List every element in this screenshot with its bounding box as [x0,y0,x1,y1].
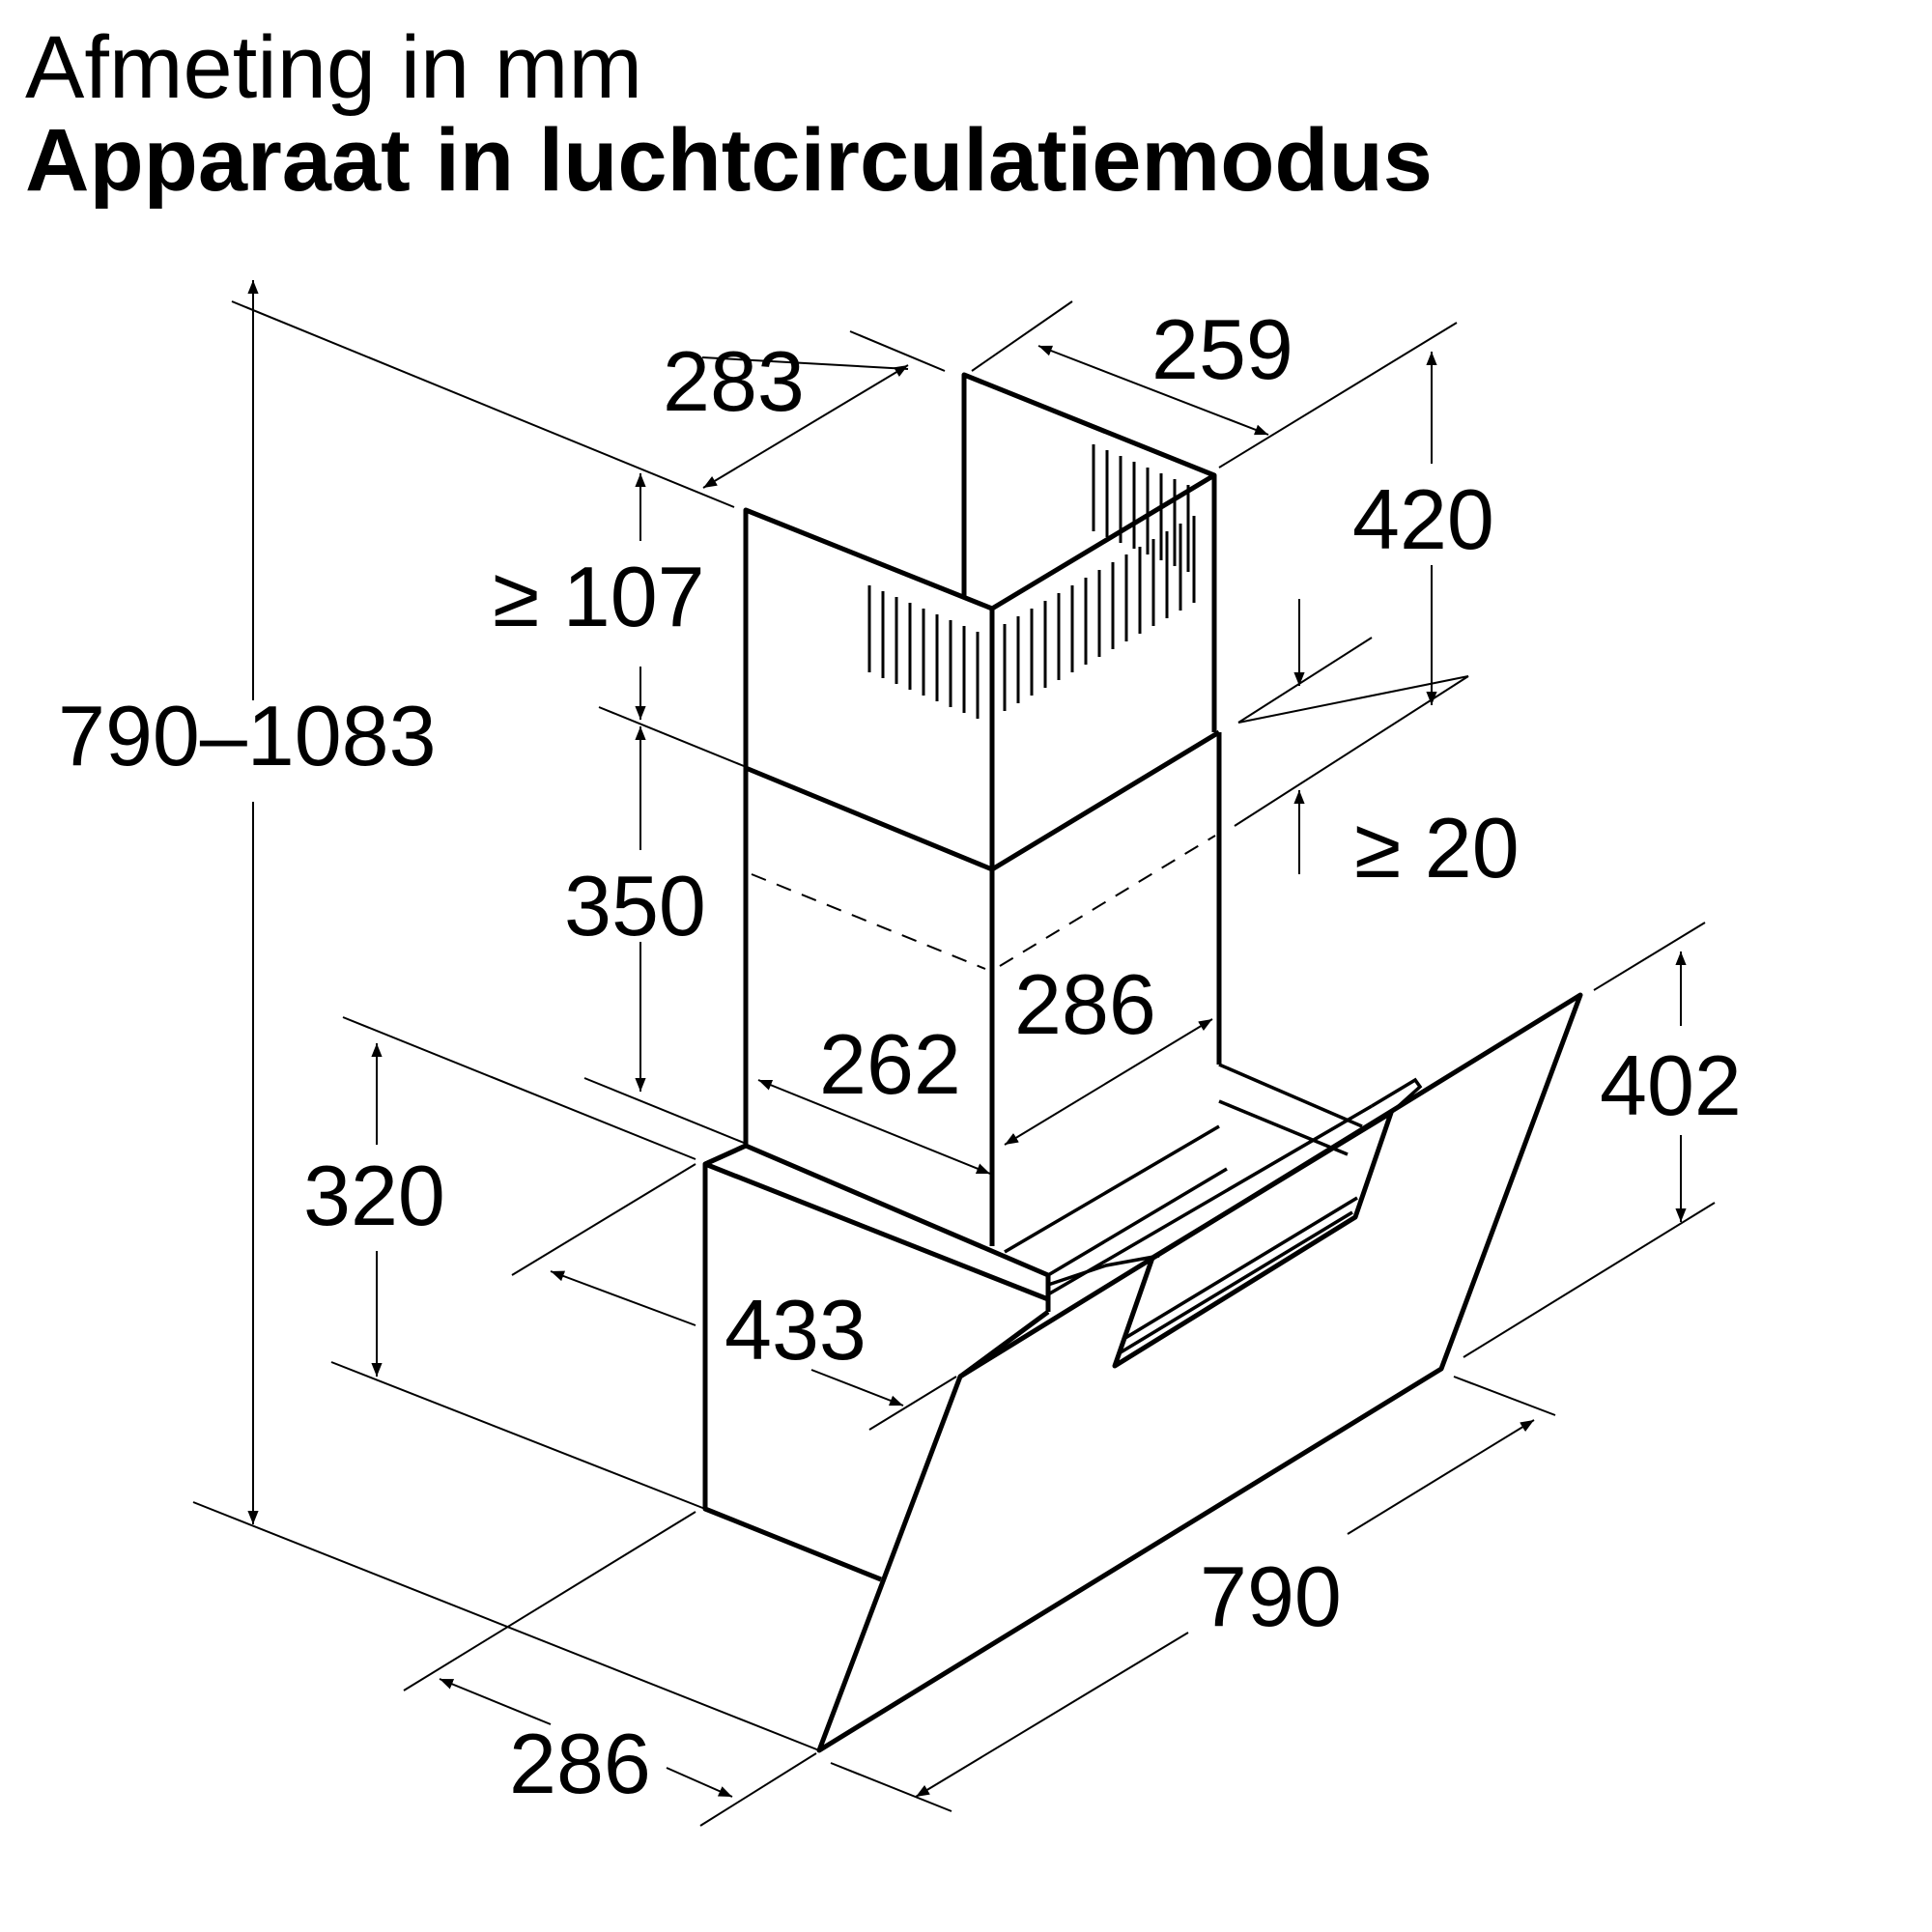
label-chimney-depth: 259 [1151,301,1293,397]
label-lower-chimney-width: 262 [819,1016,961,1112]
label-min-overlap: ≥ 20 [1354,800,1520,895]
label-base-depth: 286 [509,1716,651,1811]
label-hood-width: 790 [1200,1548,1342,1644]
hood-outline [702,372,1583,1753]
dimension-arrows [247,280,1687,1798]
lower-chimney-outline [745,729,1221,872]
diagram-subtitle: Afmeting in mm [25,18,643,117]
upper-chimney-outline [961,372,1217,611]
label-body-depth: 433 [724,1282,867,1378]
label-chimney-width: 283 [663,333,805,429]
label-upper-chimney-height: 420 [1352,471,1494,567]
label-body-height: 320 [303,1148,445,1243]
label-lower-chimney-depth: 286 [1014,956,1156,1052]
dimension-labels: 790–1083 283 259 420 ≥ 107 350 ≥ 20 286 … [58,301,1742,1811]
label-canopy-height: 402 [1600,1037,1742,1133]
label-min-top-gap: ≥ 107 [493,549,705,644]
vent-slots [867,444,1196,719]
filter-panel [1112,1110,1394,1369]
label-total-height: 790–1083 [58,688,437,783]
extension-lines [192,300,1716,1827]
label-lower-chimney-height: 350 [564,858,706,953]
diagram-title: Apparaat in luchtcirculatiemodus [25,111,1433,210]
